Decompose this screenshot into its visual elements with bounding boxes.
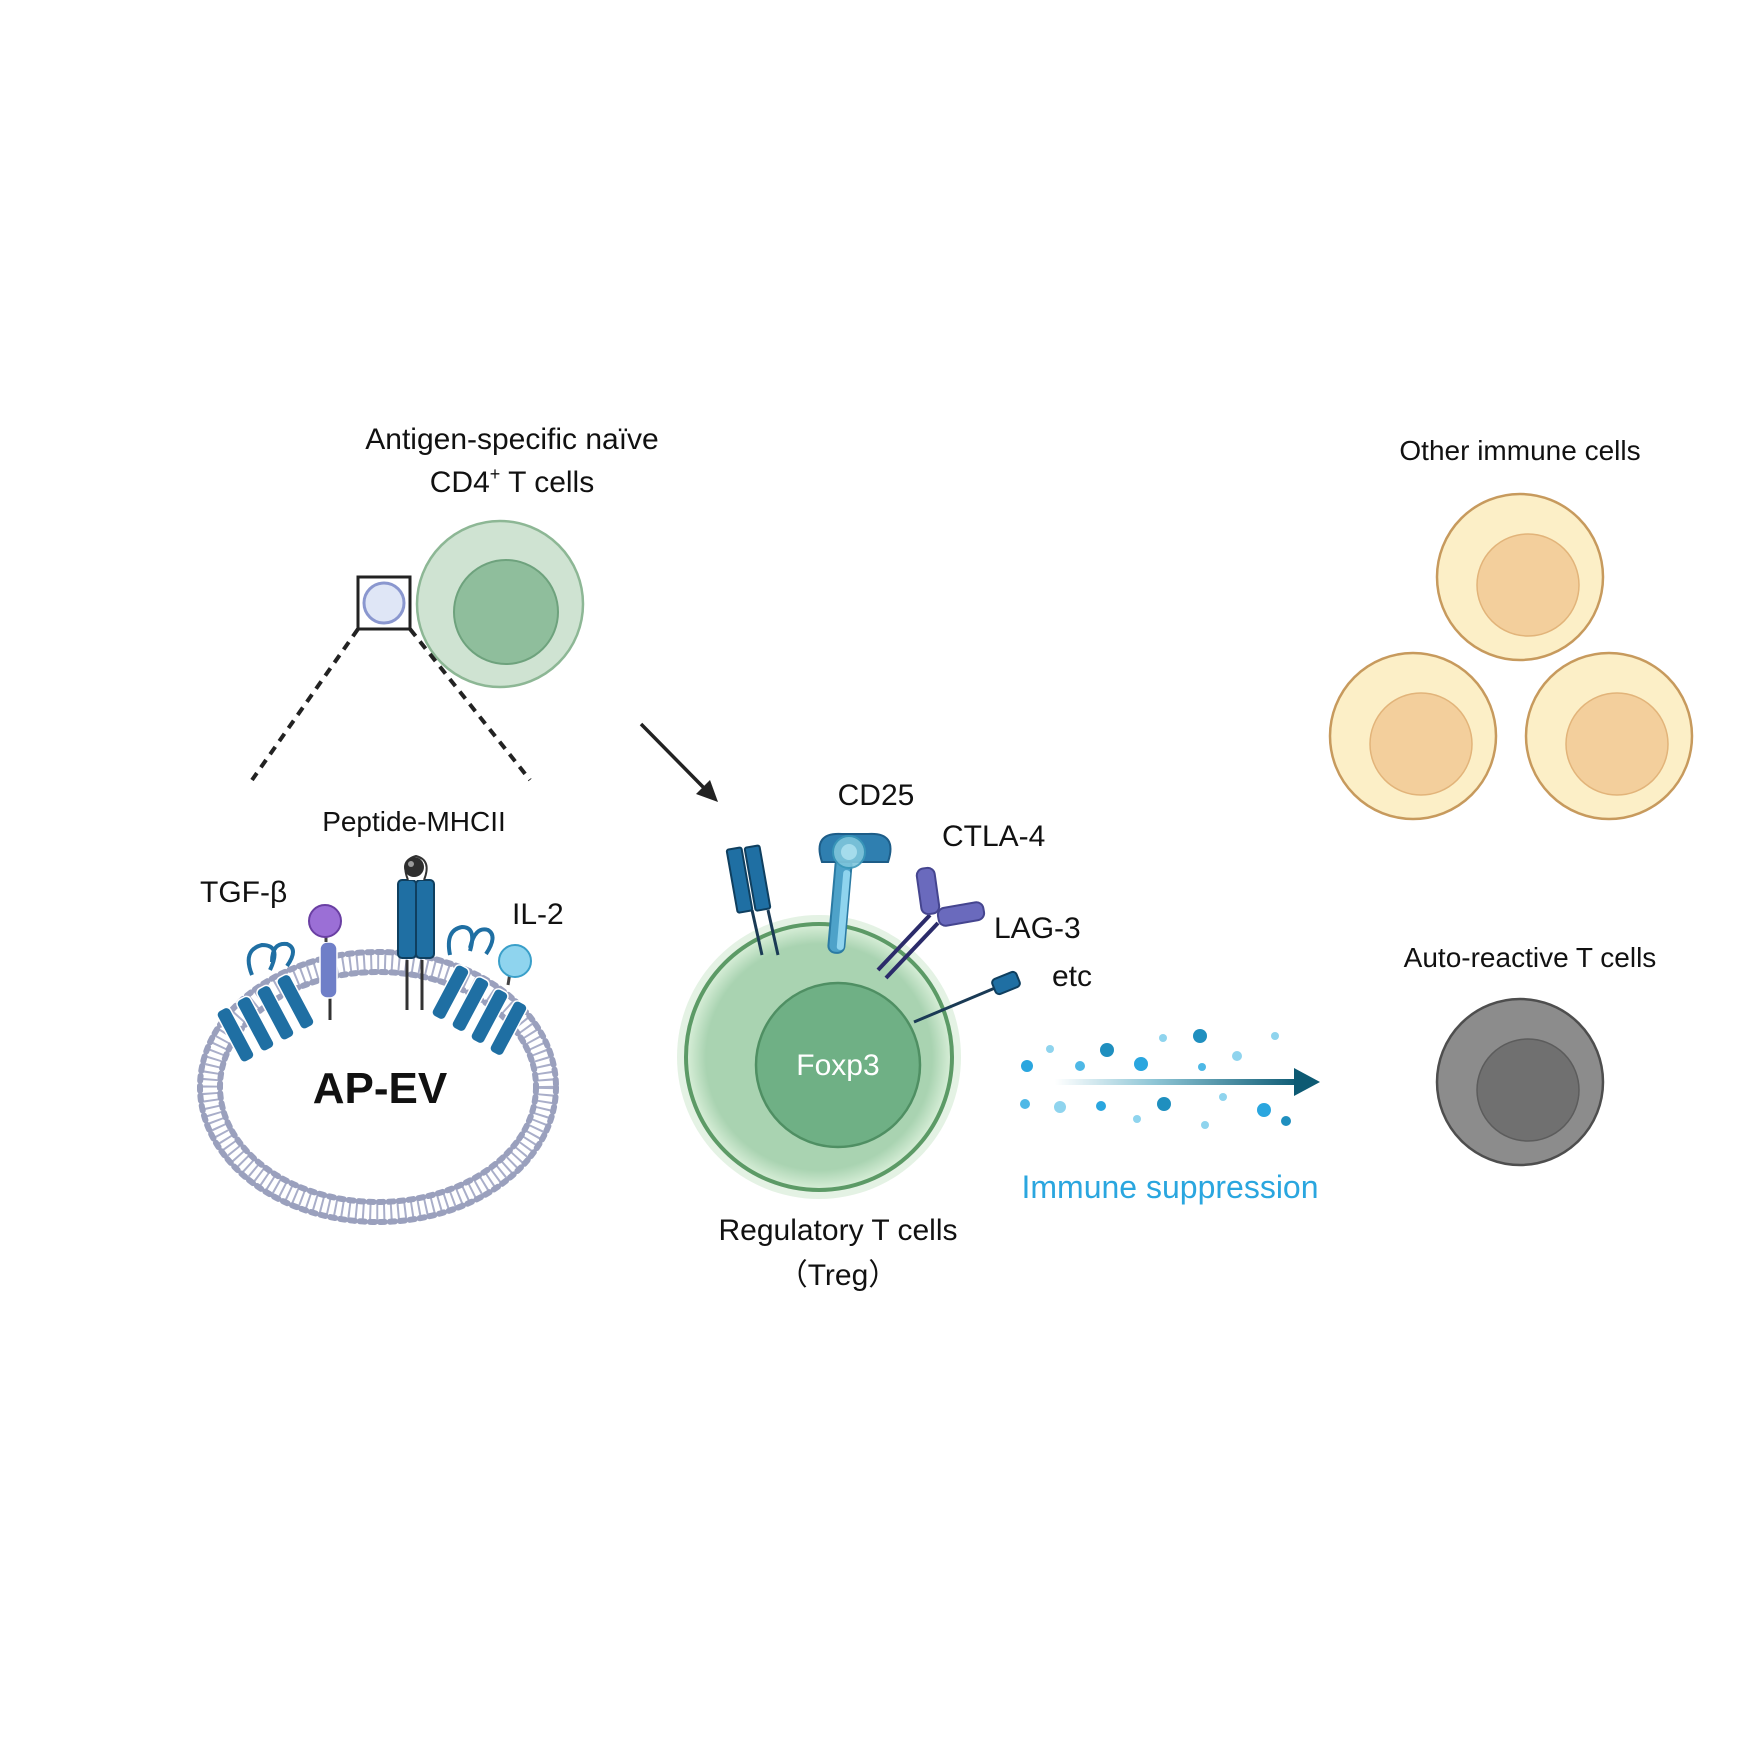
suppression-particles — [1020, 1029, 1291, 1129]
il2-label: IL-2 — [512, 898, 564, 931]
il2-icon — [498, 944, 532, 986]
lag3-label: LAG-3 — [994, 912, 1081, 945]
tcr-receptor-icon — [725, 844, 780, 956]
auto-reactive-label: Auto-reactive T cells — [1404, 942, 1657, 973]
peptide-mhcii-label: Peptide-MHCII — [322, 806, 506, 837]
auto-reactive-t-cell — [1435, 997, 1605, 1167]
immune-suppression-label: Immune suppression — [1021, 1169, 1318, 1205]
cd25-label: CD25 — [838, 779, 915, 812]
suppression-arrow — [1055, 1068, 1320, 1096]
zoom-line-right — [408, 627, 532, 782]
treg-cell — [677, 915, 961, 1199]
ctla4-label: CTLA-4 — [942, 820, 1045, 853]
other-immune-cell-right — [1524, 651, 1694, 821]
naive-cell-label-line2: CD4+ T cells — [430, 464, 594, 499]
ap-ev-label: AP-EV — [313, 1064, 448, 1113]
naive-t-cell — [415, 519, 585, 689]
treg-label-line2: （Treg） — [778, 1259, 899, 1292]
ap-ev-vesicle — [197, 949, 559, 1225]
treg-label-line1: Regulatory T cells — [718, 1214, 957, 1247]
ctla4-receptor-icon — [876, 866, 986, 980]
vesicle-icon — [362, 581, 406, 625]
etc-receptor-icon — [913, 970, 1021, 1024]
zoom-box — [356, 575, 412, 631]
seven-tm-receptor-right-icon — [431, 924, 528, 1057]
other-immune-cell-left — [1328, 651, 1498, 821]
etc-label: etc — [1052, 960, 1092, 993]
zoom-line-left — [250, 627, 360, 782]
peptide-icon — [404, 857, 424, 877]
seven-tm-receptor-left-icon — [216, 941, 315, 1063]
differentiation-arrow — [639, 722, 718, 802]
naive-nucleus — [453, 559, 559, 665]
cd25-receptor-icon — [818, 832, 892, 954]
peptide-mhcii-icon — [397, 854, 435, 1010]
treg-nucleus — [754, 981, 922, 1149]
foxp3-label: Foxp3 — [796, 1049, 879, 1082]
naive-cell-label-line1: Antigen-specific naïve — [365, 423, 659, 456]
other-immune-cells-label: Other immune cells — [1399, 435, 1640, 466]
tgf-beta-label: TGF-β — [200, 876, 287, 909]
other-immune-cell-top — [1435, 492, 1605, 662]
tgf-beta-receptor-icon — [308, 904, 342, 1020]
